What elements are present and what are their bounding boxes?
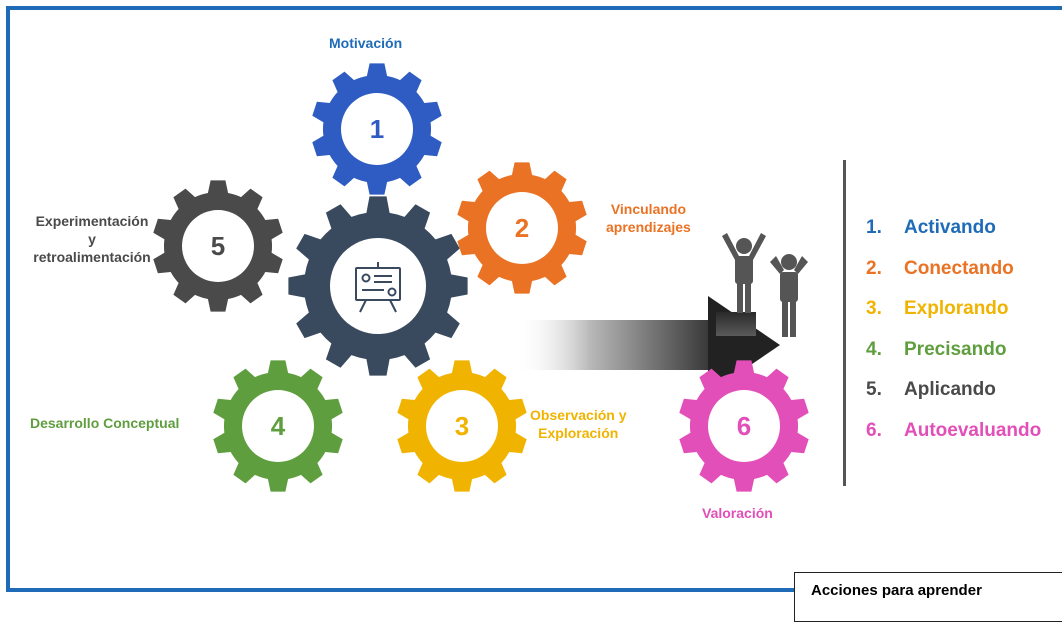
legend-item: 3. Explorando — [866, 297, 1041, 338]
label-desarrollo: Desarrollo Conceptual — [30, 415, 180, 431]
gear-center — [182, 210, 254, 282]
legend-item: 5. Aplicando — [866, 378, 1041, 419]
legend-text: Activando — [904, 217, 996, 238]
label-vinculando-line2: aprendizajes — [606, 219, 691, 235]
legend-text: Precisando — [904, 338, 1007, 360]
legend-text: Conectando — [904, 257, 1014, 279]
legend-divider — [843, 160, 846, 486]
label-experimentacion: Experimentación y retroalimentación — [22, 212, 162, 266]
gear-number: 5 — [211, 231, 225, 261]
gear-number: 3 — [455, 411, 469, 441]
label-observacion-line1: Observación y — [530, 407, 627, 423]
label-observacion-line2: Exploración — [538, 425, 619, 441]
label-valoracion: Valoración — [702, 505, 773, 521]
legend-item: 4. Precisando — [866, 338, 1041, 379]
gear-6-valoracion: 6 — [679, 360, 809, 492]
gear-number: 2 — [515, 213, 529, 243]
diagram-frame — [6, 6, 1062, 592]
label-vinculando-line1: Vinculando — [610, 201, 687, 217]
legend-text: Aplicando — [904, 379, 996, 400]
gear-center — [242, 390, 314, 462]
legend-num: 6. — [866, 419, 882, 441]
label-experimentacion-line3: retroalimentación — [33, 249, 151, 265]
gear-center — [486, 192, 558, 264]
gear-1-motivacion: 1 — [312, 63, 442, 195]
legend-list: 1. Activando 2. Conectando 3. Explorando 4.… — [866, 216, 1041, 459]
gear-2-vinculando: 2 — [457, 162, 587, 294]
caption-box: Acciones para aprender — [794, 572, 1062, 622]
podium — [716, 312, 756, 336]
legend-num: 3. — [866, 298, 882, 319]
label-observacion: Observación y Exploración — [530, 406, 627, 442]
gear-number: 4 — [271, 411, 286, 441]
gear-center — [330, 238, 426, 334]
gear-number: 1 — [370, 114, 384, 144]
legend-num: 5. — [866, 379, 882, 400]
legend-num: 4. — [866, 338, 882, 360]
label-experimentacion-line2: y — [88, 231, 96, 247]
gear-center — [341, 93, 413, 165]
label-vinculando: Vinculando aprendizajes — [606, 200, 691, 236]
gear-center — [426, 390, 498, 462]
legend-num: 2. — [866, 257, 882, 279]
legend-item: 1. Activando — [866, 216, 1041, 257]
legend-item: 2. Conectando — [866, 257, 1041, 298]
legend-item: 6. Autoevaluando — [866, 419, 1041, 460]
gear-3-observacion: 3 — [397, 360, 527, 492]
legend-text: Explorando — [904, 298, 1009, 319]
presentation-board-icon — [355, 262, 401, 313]
label-experimentacion-line1: Experimentación — [35, 213, 149, 229]
gear-4-desarrollo: 4 — [213, 360, 343, 492]
gear-5-experimentacion: 5 — [153, 180, 283, 312]
celebrating-and-stressed-people-icon — [722, 233, 808, 337]
legend-num: 1. — [866, 217, 882, 238]
center-gear — [288, 196, 468, 376]
gear-center — [708, 390, 780, 462]
label-motivacion: Motivación — [329, 35, 403, 51]
legend-text: Autoevaluando — [904, 419, 1042, 441]
gear-number: 6 — [737, 411, 751, 441]
